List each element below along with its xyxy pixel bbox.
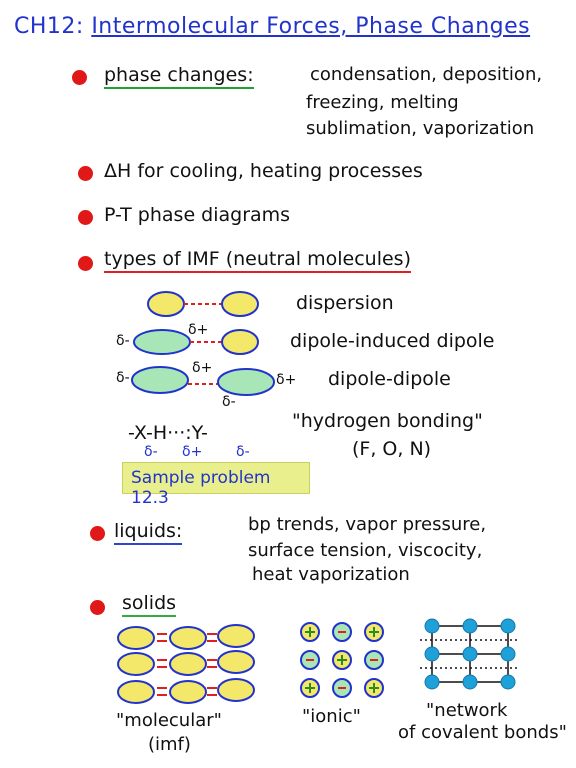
- network-sub-label: of covalent bonds": [398, 722, 567, 743]
- dispersion-label: dispersion: [296, 292, 394, 314]
- delta-plus-mark: δ+: [188, 322, 209, 338]
- title-prefix: CH12:: [14, 14, 84, 39]
- delta-plus-mark: δ+: [276, 372, 297, 388]
- phase-changes-line2: freezing, melting: [306, 92, 459, 113]
- delta-minus-mark: δ-: [222, 394, 236, 410]
- delta-h-text: ΔH for cooling, heating processes: [104, 160, 423, 182]
- solids-label: solids: [122, 592, 177, 617]
- liquids-line1: bp trends, vapor pressure,: [248, 514, 487, 535]
- hbond-atoms: (F, O, N): [352, 438, 432, 460]
- liquids-label: liquids:: [114, 520, 183, 545]
- imf-types-text: types of IMF (neutral molecules): [104, 248, 411, 273]
- molecular-solid-diagram: [117, 624, 255, 704]
- delta-minus-mark: δ-: [116, 370, 130, 386]
- molecular-sub-label: (imf): [148, 734, 191, 755]
- pt-diagrams-text: P-T phase diagrams: [104, 204, 291, 226]
- dipole-induced-molecules: [133, 329, 259, 355]
- hbond-delta-minus: δ-: [236, 444, 250, 460]
- delta-minus-mark: δ-: [116, 333, 130, 349]
- ionic-solid-diagram: [300, 622, 384, 698]
- liquids-line3: heat vaporization: [252, 564, 410, 585]
- phase-changes-label: phase changes:: [104, 64, 254, 89]
- hbond-label: "hydrogen bonding": [292, 410, 483, 432]
- sample-problem-text: Sample problem 12.3: [131, 468, 271, 508]
- hbond-delta-minus: δ-: [144, 444, 158, 460]
- dispersion-molecules: [147, 291, 259, 317]
- phase-changes-line1: condensation, deposition,: [310, 64, 543, 85]
- delta-plus-mark: δ+: [192, 360, 213, 376]
- phase-changes-line3: sublimation, vaporization: [306, 118, 535, 139]
- hbond-delta-plus: δ+: [182, 444, 203, 460]
- bullet-dot: [90, 526, 105, 541]
- liquids-line2: surface tension, viscocity,: [248, 540, 483, 561]
- page-title: CH12: Intermolecular Forces, Phase Chang…: [14, 14, 530, 39]
- sample-problem-box: Sample problem 12.3: [122, 462, 310, 508]
- bullet-dot: [72, 70, 87, 85]
- bullet-dot: [90, 600, 105, 615]
- bullet-dot: [78, 256, 93, 271]
- dipole-induced-label: dipole-induced dipole: [290, 330, 495, 352]
- hbond-formula: -X-H···:Y-: [128, 422, 208, 444]
- bullet-dot: [78, 210, 93, 225]
- network-solid-diagram: [420, 618, 520, 690]
- title-text: Intermolecular Forces, Phase Changes: [91, 14, 531, 39]
- network-label: "network: [426, 700, 508, 721]
- dipole-dipole-label: dipole-dipole: [328, 368, 451, 390]
- dipole-dipole-molecules: [131, 366, 275, 396]
- ionic-label: "ionic": [302, 706, 361, 727]
- bullet-dot: [78, 166, 93, 181]
- molecular-label: "molecular": [116, 710, 222, 731]
